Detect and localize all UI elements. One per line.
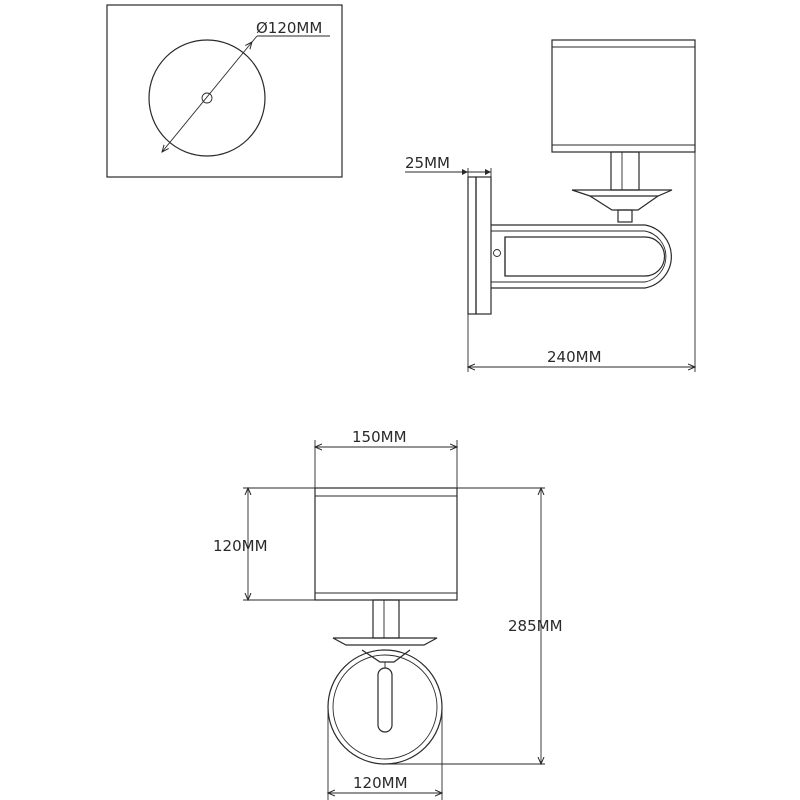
side-view: 25MM 240MM — [405, 39, 696, 372]
side-arm-screw — [493, 249, 501, 257]
front-stem — [372, 599, 400, 639]
total-height-label: 285MM — [508, 617, 563, 635]
front-bulb — [377, 667, 393, 733]
side-shade — [551, 39, 696, 153]
shade-width-label: 150MM — [352, 428, 407, 446]
side-stem — [610, 151, 640, 191]
front-view: 150MM 120MM 285MM 120MM — [213, 428, 563, 800]
side-socket — [617, 209, 633, 223]
plate-depth-label: 25MM — [405, 154, 450, 172]
side-wall-plate-cover — [475, 176, 492, 315]
diameter-dimension-line — [162, 42, 252, 152]
base-plate-circle — [148, 39, 266, 157]
base-plate-view: Ø120MM — [106, 4, 343, 178]
side-arm-outer — [491, 224, 672, 289]
front-shade — [314, 487, 458, 601]
side-wall-plate — [467, 176, 477, 315]
front-bobeche — [332, 637, 438, 646]
shade-height-label: 120MM — [213, 537, 268, 555]
diameter-leader — [251, 35, 258, 43]
base-view-frame — [106, 4, 343, 178]
projection-label: 240MM — [547, 348, 602, 366]
base-diameter-label: Ø120MM — [256, 19, 322, 37]
side-bobeche — [571, 189, 673, 197]
side-arm-inner — [504, 236, 666, 277]
globe-width-label: 120MM — [353, 774, 408, 792]
